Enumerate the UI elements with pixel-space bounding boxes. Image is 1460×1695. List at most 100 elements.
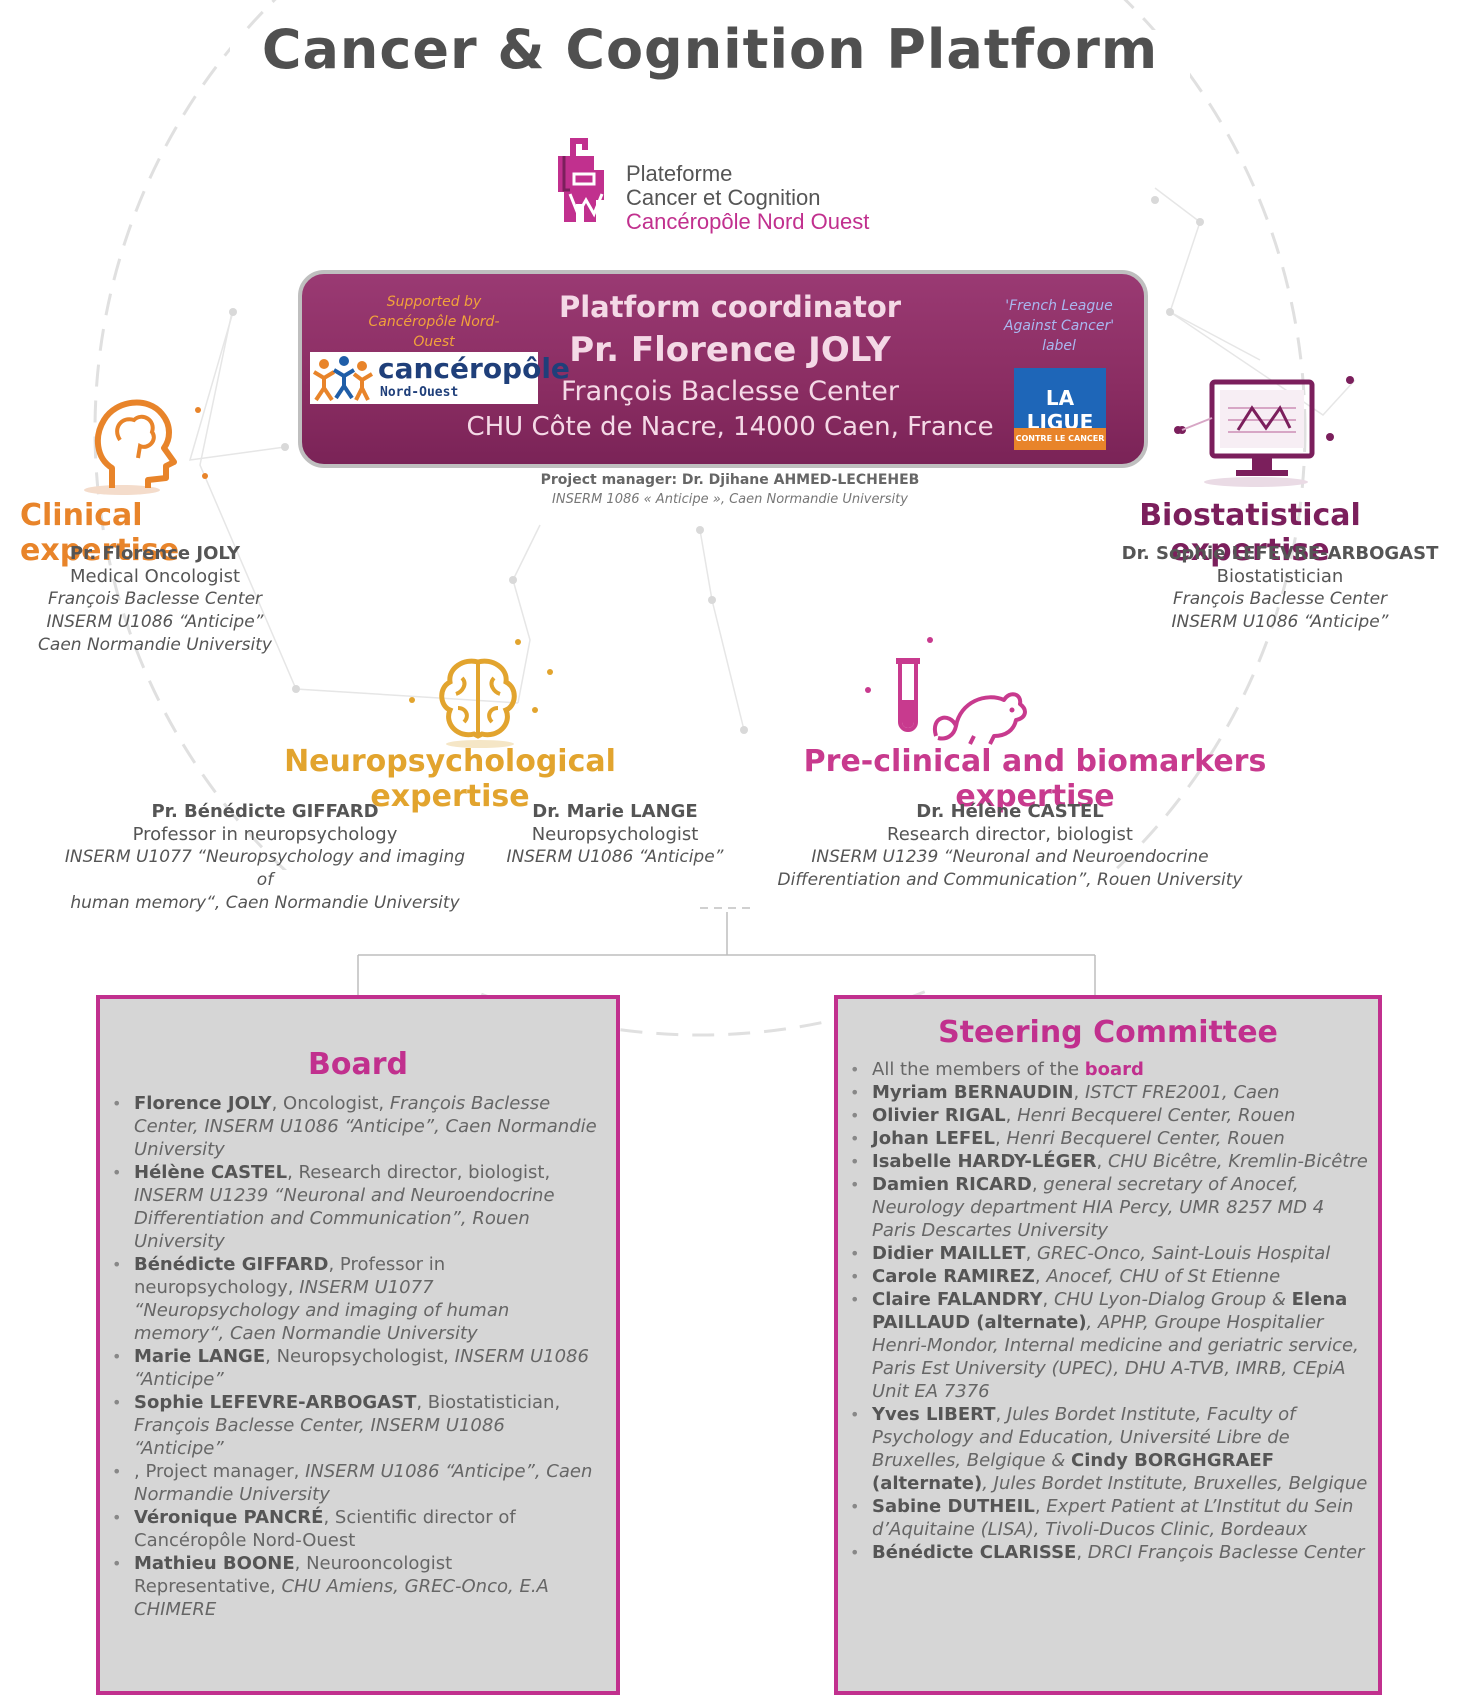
page-title: Cancer & Cognition Platform (261, 18, 1159, 81)
list-item-i2: , Jules Bordet Institute, Bruxelles, Bel… (982, 1473, 1368, 1494)
neuro-p2-aff1: INSERM U1086 “Anticipe” (506, 847, 724, 867)
biostat-name: Dr. Sophie LEFEVRE-ARBOGAST (1121, 543, 1439, 564)
neuro-heading: Neuropsychological expertise (284, 744, 616, 814)
clinical-aff2: INSERM U1086 “Anticipe” (46, 612, 264, 632)
list-item-b: Mathieu BOONE (134, 1553, 295, 1574)
la-ligue-logo-sub: CONTRE LE CANCER (1014, 428, 1106, 450)
board-link[interactable]: board (1084, 1059, 1144, 1080)
list-item-n: , (1042, 1289, 1054, 1310)
preclinical-person: Dr. Hélène CASTEL Research director, bio… (760, 800, 1260, 892)
list-item-b: Bénédicte GIFFARD (134, 1254, 329, 1275)
list-item: , Project manager, INSERM U1086 “Anticip… (100, 1460, 598, 1506)
preclinical-role: Research director, biologist (887, 824, 1133, 845)
preclinical-heading: Pre-clinical and biomarkers expertise (803, 744, 1267, 814)
list-item-b: Véronique PANCRÉ (134, 1507, 324, 1528)
list-item-i: Henri Becquerel Center, Rouen (1006, 1128, 1285, 1149)
logo-line1: Plateforme (626, 161, 733, 186)
list-item-n: , Oncologist, (271, 1093, 390, 1114)
preclinical-aff2: Differentiation and Communication”, Roue… (777, 870, 1243, 890)
steering-title: Steering Committee (938, 1015, 1278, 1050)
canceropole-logo-sub: Nord-Ouest (380, 385, 459, 400)
preclinical-name: Dr. Hélène CASTEL (916, 801, 1104, 822)
biostat-aff2: INSERM U1086 “Anticipe” (1171, 612, 1389, 632)
canceropole-logo: cancéropôle Nord-Ouest (310, 352, 570, 404)
list-item-i: general secretary of Anocef, Neurology d… (872, 1174, 1325, 1241)
list-item-n: , (1076, 1542, 1088, 1563)
list-item-b: Sabine DUTHEIL (872, 1496, 1035, 1517)
logo-line2: Cancer et Cognition (626, 185, 821, 210)
list-item: Marie LANGE, Neuropsychologist, INSERM U… (100, 1345, 598, 1391)
supported-by-label: Supported by Cancéropôle Nord-Ouest (368, 294, 500, 350)
clinical-person: Pr. Florence JOLY Medical Oncologist Fra… (20, 542, 290, 657)
list-item-n: , Biostatistician, (416, 1392, 561, 1413)
list-item: Sabine DUTHEIL, Expert Patient at L’Inst… (838, 1495, 1368, 1541)
list-item-b2: Cindy BORGHGRAEF (alternate) (872, 1450, 1274, 1494)
steering-list: All the members of the board Myriam BERN… (838, 1058, 1378, 1564)
monitor-chart-icon (1172, 378, 1322, 488)
list-item-i: François Baclesse Center, INSERM U1086 “… (134, 1415, 505, 1459)
neuro-person-2: Dr. Marie LANGE Neuropsychologist INSERM… (500, 800, 730, 869)
list-item-n: , Professor in neuropsychology, (134, 1254, 446, 1298)
list-item-b: Olivier RIGAL (872, 1105, 1006, 1126)
rat-icon (930, 676, 1030, 746)
list-item: All the members of the board (838, 1058, 1368, 1081)
list-item-i: Anocef, CHU of St Etienne (1046, 1266, 1281, 1287)
list-item: Yves LIBERT, Jules Bordet Institute, Fac… (838, 1403, 1368, 1495)
list-item: Mathieu BOONE, Neurooncologist Represent… (100, 1552, 598, 1621)
list-item: Claire FALANDRY, CHU Lyon-Dialog Group &… (838, 1288, 1368, 1403)
neuro-p1-aff2: human memory“, Caen Normandie University (70, 893, 460, 913)
list-item: Didier MAILLET, GREC-Onco, Saint-Louis H… (838, 1242, 1368, 1265)
list-item-n: , (1096, 1151, 1108, 1172)
biostat-role: Biostatistician (1216, 566, 1344, 587)
board-title: Board (308, 1047, 408, 1082)
clinical-role: Medical Oncologist (69, 566, 241, 587)
list-item-i: INSERM U1086 “Anticipe”, Caen Normandie … (134, 1461, 593, 1505)
list-item: Carole RAMIREZ, Anocef, CHU of St Etienn… (838, 1265, 1368, 1288)
canceropole-logo-text: cancéropôle (378, 352, 570, 385)
platform-logo-icon (556, 134, 616, 230)
project-manager-affiliation: INSERM 1086 « Anticipe », Caen Normandie… (552, 492, 908, 507)
logo-line3: Cancéropôle Nord Ouest (626, 209, 870, 234)
list-item-i: INSERM U1239 “Neuronal and Neuroendocrin… (134, 1185, 555, 1252)
list-item: Damien RICARD, general secretary of Anoc… (838, 1173, 1368, 1242)
list-item: Olivier RIGAL, Henri Becquerel Center, R… (838, 1104, 1368, 1127)
brain-icon (434, 654, 524, 750)
board-list: Florence JOLY, Oncologist, François Bacl… (100, 1092, 616, 1621)
neuro-p1-aff1: INSERM U1077 “Neuropsychology and imagin… (64, 847, 466, 890)
steering-panel: Steering Committee All the members of th… (834, 995, 1382, 1695)
list-item-i: INSERM U1077 “Neuropsychology and imagin… (134, 1277, 510, 1344)
list-item-i: CHU Lyon-Dialog Group & (1053, 1289, 1292, 1310)
list-item-i: François Baclesse Center, INSERM U1086 “… (134, 1093, 597, 1160)
biostat-heading: Biostatistical expertise (1139, 498, 1361, 568)
list-item-b: Florence JOLY (134, 1093, 272, 1114)
canceropole-figures-icon (312, 356, 374, 402)
list-item-i: DRCI François Baclesse Center (1087, 1542, 1365, 1563)
list-item-i2: , APHP, Groupe Hospitalier Henri-Mondor,… (872, 1312, 1359, 1402)
list-item: Bénédicte CLARISSE, DRCI François Bacles… (838, 1541, 1368, 1564)
list-item-n: , (1025, 1243, 1038, 1264)
coordinator-center: François Baclesse Center (560, 376, 900, 407)
list-item-n: , (1005, 1105, 1018, 1126)
coordinator-role: Platform coordinator (558, 290, 902, 324)
list-item: Bénédicte GIFFARD, Professor in neuropsy… (100, 1253, 598, 1345)
list-item-b: Sophie LEFEVRE-ARBOGAST (134, 1392, 417, 1413)
head-brain-icon (82, 388, 192, 498)
clinical-heading: Clinical expertise (20, 498, 180, 568)
neuro-p1-role: Professor in neuropsychology (132, 824, 398, 845)
list-item-b: Marie LANGE (134, 1346, 266, 1367)
list-item-i: Jules Bordet Institute, Faculty of Psych… (872, 1404, 1296, 1471)
list-item-n: , Neurooncologist Representative, (134, 1553, 453, 1597)
list-item-b: Yves LIBERT (872, 1404, 996, 1425)
list-item-b2: Elena PAILLAUD (alternate) (872, 1289, 1348, 1333)
biostat-person: Dr. Sophie LEFEVRE-ARBOGAST Biostatistic… (1100, 542, 1460, 634)
coordinator-address: CHU Côte de Nacre, 14000 Caen, France (466, 412, 994, 442)
list-item-i: GREC-Onco, Saint-Louis Hospital (1037, 1243, 1331, 1264)
list-item-n: , (994, 1128, 1007, 1149)
list-item-b: Bénédicte CLARISSE (872, 1542, 1077, 1563)
list-item-b: Damien RICARD (872, 1174, 1032, 1195)
neuro-p2-role: Neuropsychologist (531, 824, 699, 845)
list-item: Johan LEFEL, Henri Becquerel Center, Rou… (838, 1127, 1368, 1150)
clinical-aff3: Caen Normandie University (38, 635, 272, 655)
list-item-n: , Research director, biologist, (287, 1162, 551, 1183)
test-tube-icon (888, 656, 928, 738)
